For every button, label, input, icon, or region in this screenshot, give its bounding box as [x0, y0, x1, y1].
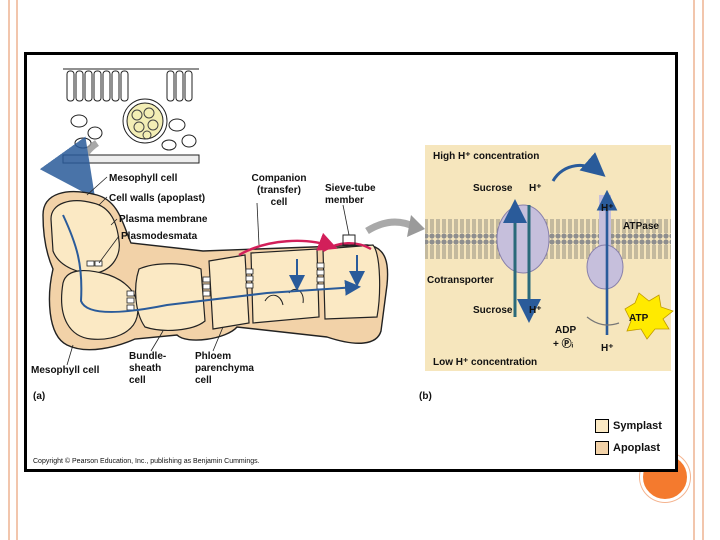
slide-stripe-right-2 [702, 0, 704, 540]
label-bundle-sheath-1: Bundle- [129, 351, 166, 362]
label-sieve-tube-2: member [325, 195, 364, 206]
panel-a-labels: Mesophyll cell Cell walls (apoplast) Pla… [31, 173, 376, 402]
label-sucrose-bottom: Sucrose [473, 305, 513, 316]
label-bundle-sheath-3: cell [129, 375, 146, 386]
panel-b-caption: (b) [419, 391, 432, 402]
copyright-notice: Copyright © Pearson Education, Inc., pub… [33, 458, 260, 465]
label-high-h: High H⁺ concentration [433, 151, 539, 162]
legend-apoplast: Apoplast [595, 441, 660, 455]
label-phloem-parenchyma-2: parenchyma [195, 363, 254, 374]
panel-b: ATP High H⁺ concentration Sucrose H⁺ H⁺ … [419, 145, 674, 402]
label-sucrose-top: Sucrose [473, 183, 513, 194]
label-atp: ATP [629, 313, 649, 324]
slide-stripe-left-2 [16, 0, 18, 540]
slide-stripe-right-1 [693, 0, 695, 540]
label-h-top: H⁺ [529, 183, 542, 194]
legend-symplast-swatch [595, 419, 609, 433]
slide-stripe-left-1 [8, 0, 10, 540]
label-companion-1: Companion [252, 173, 307, 184]
label-pi: + Ⓟᵢ [553, 337, 574, 350]
label-atpase: ATPase [623, 221, 659, 232]
legend-apoplast-label: Apoplast [613, 442, 661, 454]
label-cotransporter: Cotransporter [427, 275, 494, 286]
label-low-h: Low H⁺ concentration [433, 357, 537, 368]
label-h-bottom-left: H⁺ [529, 305, 542, 316]
leaf-cross-section-thumbnail [62, 63, 200, 164]
label-mesophyll-cell-top: Mesophyll cell [109, 173, 178, 184]
legend-apoplast-swatch [595, 441, 609, 455]
label-plasmodesmata: Plasmodesmata [121, 231, 198, 242]
label-h-bottom-right: H⁺ [601, 343, 614, 354]
label-h-atpase-top: H⁺ [601, 203, 614, 214]
label-cell-walls: Cell walls (apoplast) [109, 193, 205, 204]
label-bundle-sheath-2: sheath [129, 363, 161, 374]
label-phloem-parenchyma-3: cell [195, 375, 212, 386]
panel-a-caption: (a) [33, 391, 45, 402]
legend-symplast-label: Symplast [613, 420, 662, 432]
label-companion-2: (transfer) [257, 185, 301, 196]
figure-frame: Mesophyll cell Cell walls (apoplast) Pla… [24, 52, 678, 472]
legend-symplast: Symplast [595, 419, 662, 433]
label-phloem-parenchyma-1: Phloem [195, 351, 231, 362]
label-plasma-membrane: Plasma membrane [119, 214, 208, 225]
zoom-arrow-left [39, 136, 100, 199]
panel-a-cells [42, 191, 389, 351]
label-adp: ADP [555, 325, 576, 336]
label-mesophyll-cell-bottom: Mesophyll cell [31, 365, 100, 376]
label-sieve-tube-1: Sieve-tube [325, 183, 376, 194]
label-companion-3: cell [271, 197, 288, 208]
zoom-arrow-right [365, 218, 417, 235]
diagram-canvas: Mesophyll cell Cell walls (apoplast) Pla… [31, 63, 674, 402]
